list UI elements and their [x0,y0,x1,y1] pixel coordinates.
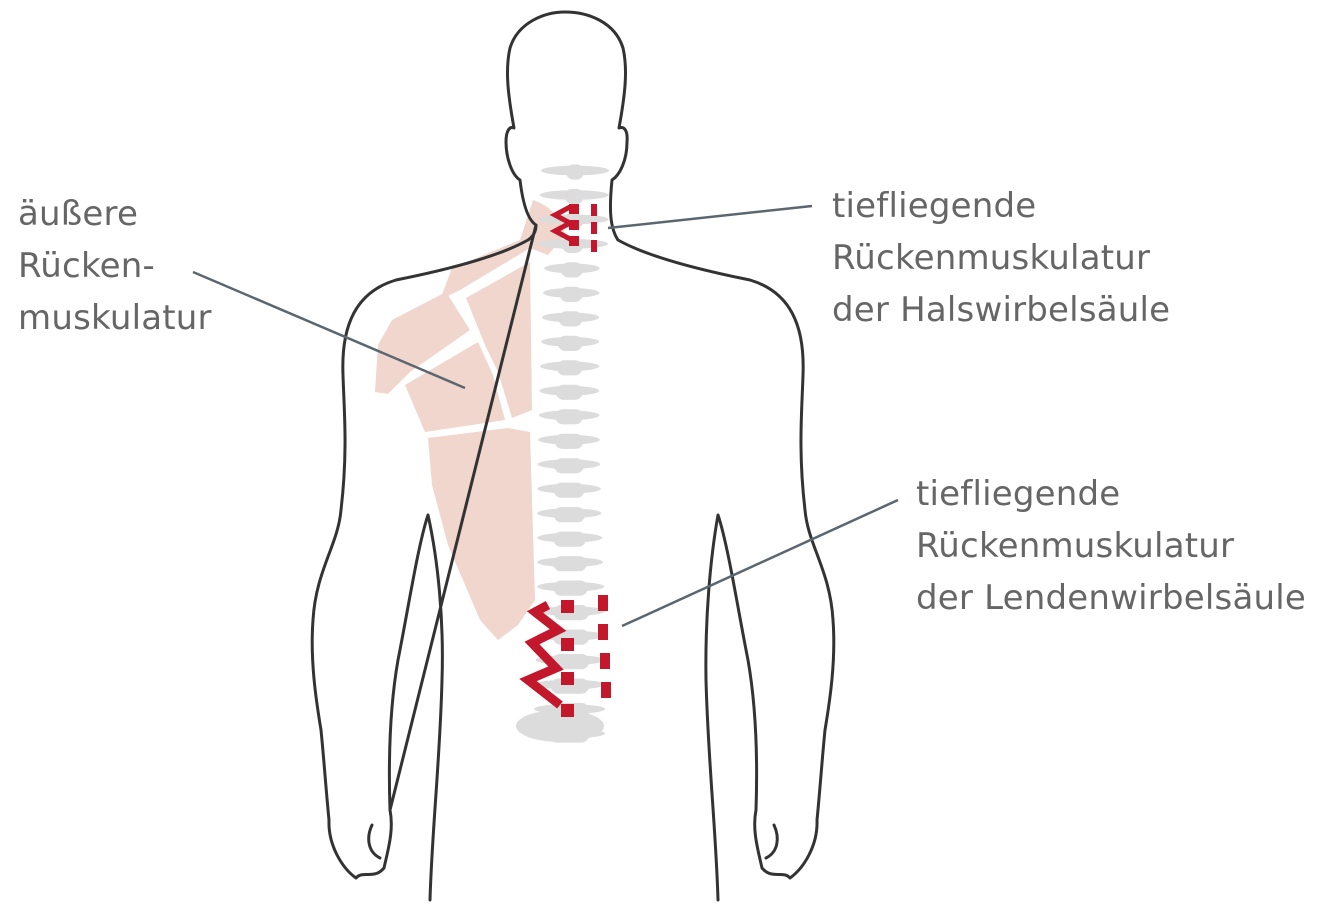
vertebra-process [540,190,609,200]
label-line: der Lendenwirbelsäule [916,572,1306,624]
label-line: Rückenmuskulatur [832,232,1170,284]
vertebra-process [537,557,603,567]
neck-muscle-block [591,222,597,234]
vertebra-process [538,459,600,469]
outer-back-muscles-label: äußere Rücken- muskulatur [18,188,212,344]
label-line: Rückenmuskulatur [916,520,1306,572]
label-line: der Halswirbelsäule [832,284,1170,336]
vertebra-process [541,337,599,347]
latissimus-muscle [428,428,535,640]
label-line: muskulatur [18,292,212,344]
label-line: tiefliegende [916,468,1306,520]
neck-muscle-block [569,220,579,230]
vertebra-process [538,435,600,445]
vertebra-process [540,361,599,371]
outer-back-muscles [375,200,565,640]
left-hand-thumb-line [369,825,380,858]
vertebra-process [541,166,609,176]
deep-lumbar-muscles-label: tiefliegende Rückenmuskulatur der Lenden… [916,468,1306,624]
neck-muscle-leader-line [608,206,812,228]
vertebra-process [542,313,599,323]
vertebra-process [543,288,599,298]
label-line: äußere [18,188,212,240]
deep-neck-muscles-label: tiefliegende Rückenmuskulatur der Halswi… [832,180,1170,336]
lumbar-muscle-block [601,682,611,698]
lumbar-muscle-block [598,595,608,611]
label-line: Rücken- [18,240,212,292]
vertebra-process [539,386,599,396]
body-outline [312,12,834,900]
lumbar-muscle-block [561,638,574,651]
vertebra-process [537,533,602,543]
vertebra-process [544,264,599,274]
sacrum [516,710,604,742]
vertebra-process [537,508,601,518]
label-line: tiefliegende [832,180,1170,232]
lumbar-muscle-block [561,600,574,613]
lumbar-muscle-block [600,653,610,669]
neck-muscle-block [569,204,579,214]
lumbar-muscle-block [561,704,574,717]
lumbar-muscle-leader-line [622,500,898,626]
neck-muscle-block [591,240,597,252]
right-hand-thumb-line [766,825,777,858]
vertebra-process [537,484,600,494]
lumbar-muscle-block [561,672,574,685]
neck-muscle-block [591,204,597,216]
vertebra-process [539,410,600,420]
neck-muscle-block [569,236,579,246]
lumbar-muscle-block [598,624,608,640]
vertebra-process [537,582,604,592]
